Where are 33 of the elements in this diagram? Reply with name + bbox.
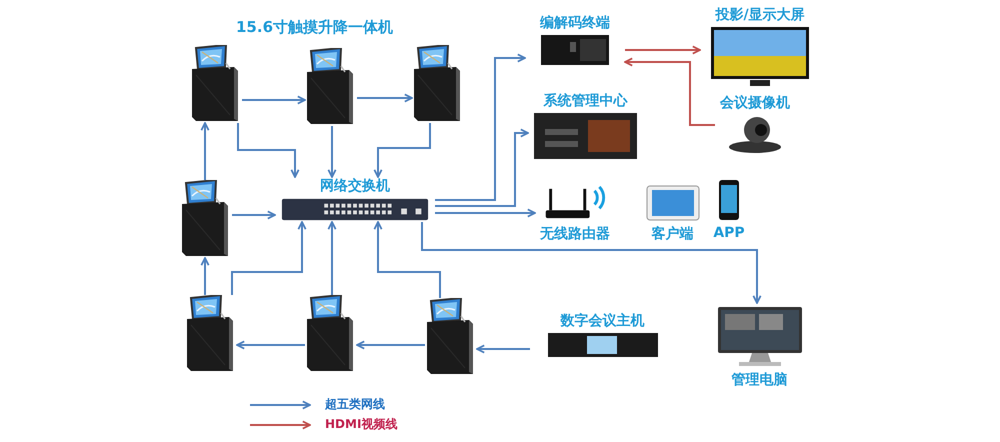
device-label: 数字会议主机 bbox=[560, 312, 644, 330]
legend-label: HDMI视频线 bbox=[325, 416, 398, 433]
arrow bbox=[374, 123, 431, 178]
arrow bbox=[435, 128, 529, 207]
device-label: 客户端 bbox=[652, 225, 694, 243]
arrow bbox=[236, 340, 305, 350]
arrow bbox=[328, 126, 336, 178]
group-title: 15.6寸触摸升降一体机 bbox=[236, 18, 394, 37]
arrow bbox=[200, 122, 210, 180]
arrow bbox=[237, 123, 300, 178]
device-label: 无线路由器 bbox=[540, 225, 610, 243]
device-label: 管理电脑 bbox=[732, 371, 788, 389]
arrow bbox=[374, 221, 441, 298]
arrow bbox=[231, 221, 306, 295]
arrow bbox=[435, 208, 536, 218]
arrow bbox=[242, 96, 306, 104]
arrow bbox=[328, 221, 336, 295]
device-label: APP bbox=[713, 224, 745, 242]
device-label: 编解码终端 bbox=[540, 14, 610, 32]
arrow bbox=[356, 340, 425, 350]
device-label: 投影/显示大屏 bbox=[715, 6, 805, 24]
arrow bbox=[476, 344, 530, 354]
arrow bbox=[625, 46, 701, 54]
arrow bbox=[421, 222, 762, 304]
arrow bbox=[200, 257, 210, 295]
arrow bbox=[232, 210, 276, 220]
legend-label: 超五类网线 bbox=[325, 396, 385, 413]
arrow bbox=[357, 94, 413, 102]
device-label: 系统管理中心 bbox=[544, 92, 628, 110]
device-label: 会议摄像机 bbox=[720, 94, 790, 112]
device-label: 网络交换机 bbox=[320, 177, 390, 195]
arrow bbox=[624, 58, 715, 126]
arrow bbox=[435, 54, 526, 201]
